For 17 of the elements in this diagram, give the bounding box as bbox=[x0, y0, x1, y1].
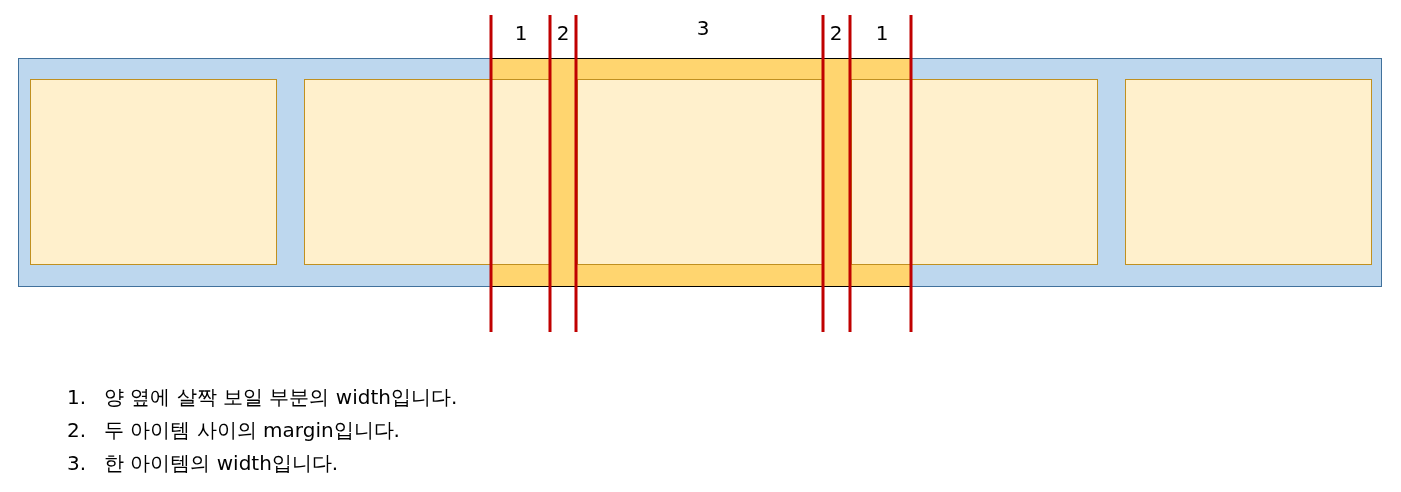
list-item-text: 양 옆에 살짝 보일 부분의 width입니다. bbox=[104, 387, 458, 407]
list-number: 1. bbox=[67, 387, 87, 407]
list-item-text: 한 아이템의 width입니다. bbox=[104, 453, 339, 473]
list-number: 3. bbox=[67, 453, 87, 473]
dimension-number: 2 bbox=[556, 23, 570, 43]
item-box bbox=[30, 79, 277, 265]
item-box bbox=[304, 79, 551, 265]
dimension-number: 1 bbox=[875, 23, 889, 43]
item-box bbox=[1125, 79, 1372, 265]
item-box bbox=[851, 79, 1098, 265]
item-box bbox=[577, 79, 824, 265]
dimension-number: 3 bbox=[696, 18, 710, 38]
container-band bbox=[18, 58, 1382, 287]
dimension-number: 2 bbox=[829, 23, 843, 43]
list-number: 2. bbox=[67, 420, 87, 440]
dimension-number: 1 bbox=[514, 23, 528, 43]
list-item-text: 두 아이템 사이의 margin입니다. bbox=[104, 420, 400, 440]
